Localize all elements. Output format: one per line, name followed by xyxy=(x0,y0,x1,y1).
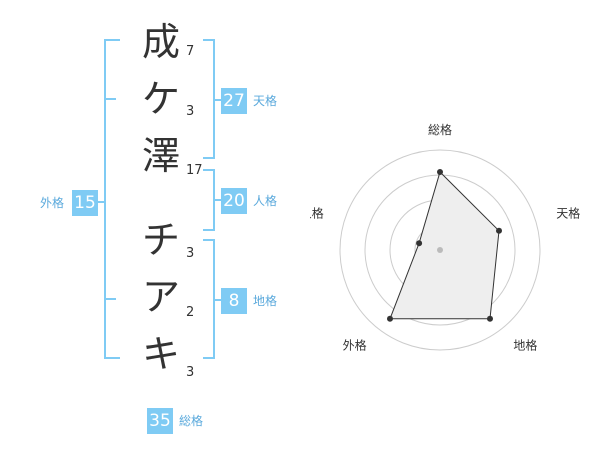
stroke-count-1: 7 xyxy=(186,44,195,59)
stroke-count-4: 3 xyxy=(186,246,195,261)
radar-point-4 xyxy=(387,315,393,322)
radar-axis-label-5: 人格 xyxy=(310,206,324,221)
name-char-3: 澤 xyxy=(141,134,180,178)
stroke-count-3: 17 xyxy=(186,163,203,178)
radar-ring-4 xyxy=(339,149,541,351)
gaikaku-value-badge: 15 xyxy=(72,190,98,216)
jinkaku-bracket xyxy=(203,169,215,231)
jinkaku-label: 人格 xyxy=(253,194,278,208)
chikaku-label: 地格 xyxy=(253,294,278,308)
chikaku-value-badge: 8 xyxy=(221,288,247,314)
radar-point-3 xyxy=(487,315,493,322)
radar-axis-label-4: 外格 xyxy=(343,338,367,353)
name-char-4: チ xyxy=(141,218,180,262)
name-char-2: ケ xyxy=(141,77,180,121)
radar-point-2 xyxy=(496,227,502,234)
radar-axis-label-2: 天格 xyxy=(556,206,580,221)
soukaku-value-badge: 35 xyxy=(147,408,173,434)
radar-axis-label-3: 地格 xyxy=(513,338,537,353)
stroke-count-2: 3 xyxy=(186,104,195,119)
radar-value-polygon xyxy=(389,171,500,320)
radar-center-dot xyxy=(437,247,443,253)
radar-point-1 xyxy=(437,169,443,175)
radar-points xyxy=(387,169,502,322)
stroke-count-5: 2 xyxy=(186,305,195,320)
name-char-5: ア xyxy=(141,275,180,319)
name-char-6: キ xyxy=(141,332,180,376)
name-char-1: 成 xyxy=(141,20,180,64)
tenkaku-bracket xyxy=(203,39,215,159)
chikaku-bracket xyxy=(203,239,215,359)
tenkaku-label: 天格 xyxy=(253,94,278,108)
soukaku-label: 総格 xyxy=(179,414,204,428)
jinkaku-value-badge: 20 xyxy=(221,188,247,214)
gaikaku-label: 外格 xyxy=(40,196,65,210)
stroke-count-6: 3 xyxy=(186,365,195,380)
tenkaku-value-badge: 27 xyxy=(221,88,247,114)
radar-point-5 xyxy=(416,240,423,247)
gaikaku-bracket xyxy=(104,39,120,359)
radar-axis-label-1: 総格 xyxy=(428,122,452,137)
